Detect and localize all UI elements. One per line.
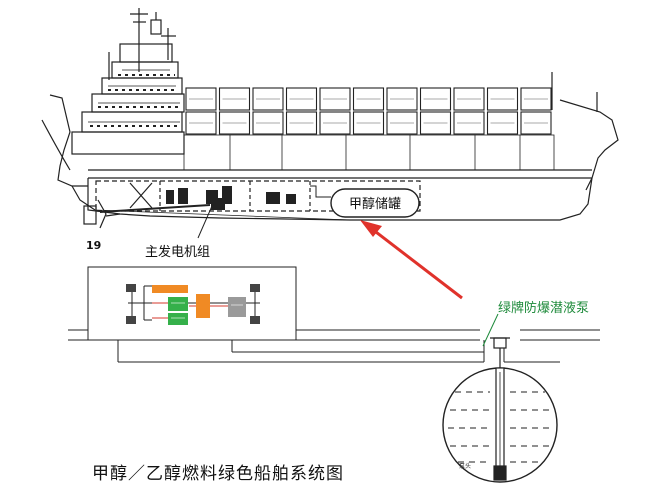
pump-inner-label: 泵头 [459, 462, 471, 470]
methanol-tank-label: 甲醇储罐 [349, 196, 401, 212]
pump-label: 绿牌防爆潜液泵 [498, 300, 589, 316]
converter-module-orange [196, 294, 210, 318]
section-number: 19 [86, 239, 101, 252]
diagram-caption: 甲醇／乙醇燃料绿色船舶系统图 [92, 464, 344, 484]
generator-module-green-1 [168, 297, 188, 311]
motor-module-gray [228, 297, 246, 317]
methanol-tank-on-ship: 甲醇储罐 [330, 188, 420, 218]
engine-room-box [87, 266, 297, 341]
cargo-ship-drawing [41, 8, 619, 229]
red-arrow-icon [360, 220, 463, 300]
generator-module-green-2 [168, 313, 188, 325]
fuel-module-orange [152, 285, 188, 293]
container-stacks [185, 87, 552, 135]
main-generator-label: 主发电机组 [145, 244, 210, 260]
submersible-pump-icon [490, 337, 510, 481]
